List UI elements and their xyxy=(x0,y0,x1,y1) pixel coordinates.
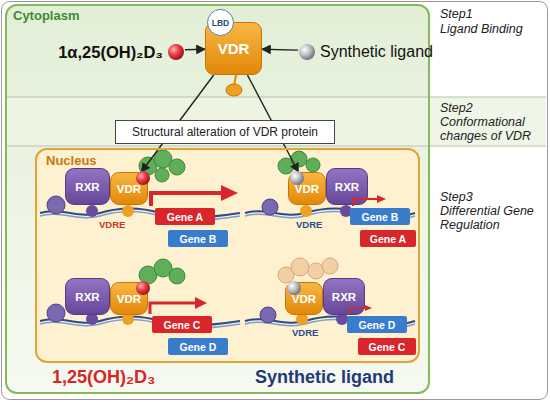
step-number: Step3 xyxy=(440,190,540,204)
rxr-box: RXR xyxy=(323,278,365,315)
element-label: VDRE xyxy=(296,219,322,230)
receptor-label: RXR xyxy=(75,181,99,193)
transcription-arrow xyxy=(377,195,386,203)
step-title: Differential Gene Regulation xyxy=(440,204,540,232)
step-title: Ligand Binding xyxy=(440,22,540,36)
receptor-box: VDR xyxy=(285,282,323,315)
coactivator xyxy=(291,151,307,167)
ligand-node: 1α,25(OH)₂D₃ xyxy=(18,40,185,64)
coactivator xyxy=(169,268,185,284)
gene-label: Gene B xyxy=(362,211,399,223)
coactivator xyxy=(169,159,185,175)
receptor-label: RXR xyxy=(335,181,359,193)
receptor-label: VDR xyxy=(218,40,250,57)
receptor-label: VDR xyxy=(117,293,141,305)
gene-box: Gene A xyxy=(155,208,215,225)
ligand-label: Synthetic ligand xyxy=(320,43,433,61)
connector-arrow xyxy=(185,49,205,51)
transcription-arrow xyxy=(195,297,207,309)
ligand-ball xyxy=(168,44,184,60)
receptor-label: VDR xyxy=(295,183,319,195)
receptor-label: VDR xyxy=(117,183,141,195)
ligand-node: Synthetic ligand xyxy=(298,40,450,64)
ligand-ball xyxy=(299,44,315,60)
transcription-arrow xyxy=(150,303,196,314)
ligand-ball xyxy=(136,171,150,185)
corepressor xyxy=(291,258,309,276)
cytoplasm-fill xyxy=(5,4,430,394)
element-label: VDRE xyxy=(292,327,318,338)
receptor-label: VDR xyxy=(292,293,316,305)
step-divider xyxy=(5,97,546,98)
step-divider xyxy=(5,146,546,147)
transcription-arrow xyxy=(221,185,238,201)
nucleus-fill xyxy=(35,148,420,363)
element-label: VDRE xyxy=(99,219,125,230)
gene-box: Gene D xyxy=(347,316,407,333)
ligand-ball xyxy=(298,43,316,61)
receptor-label: RXR xyxy=(332,291,356,303)
gene-label: Gene D xyxy=(180,341,217,353)
lbd-circle: LBD xyxy=(207,9,234,36)
step-number: Step2 xyxy=(440,101,540,115)
gene-label: Gene C xyxy=(369,341,406,353)
nucleosome xyxy=(47,196,65,214)
rxr-box: RXR xyxy=(326,168,368,205)
gene-box: Gene D xyxy=(168,338,228,355)
gene-label: Gene D xyxy=(359,319,396,331)
transcription-arrow xyxy=(350,308,366,314)
nucleosome xyxy=(260,307,276,323)
rxr-box: RXR xyxy=(65,278,110,315)
nucleosome xyxy=(47,304,65,322)
gene-box: Gene C xyxy=(152,316,212,333)
step-band xyxy=(5,97,546,146)
gene-box: Gene B xyxy=(350,208,410,225)
receptor-box: VDR xyxy=(110,172,148,205)
panel-title: Nucleus xyxy=(46,153,97,168)
column-caption: Synthetic ligand xyxy=(255,367,394,388)
gene-label: Gene B xyxy=(180,233,217,245)
coactivator xyxy=(155,168,169,182)
gene-label: Gene C xyxy=(164,319,201,331)
process-label: Structural alteration of VDR protein xyxy=(132,125,318,139)
vdr-dbd xyxy=(122,205,134,217)
transcription-arrow xyxy=(151,193,222,206)
transcription-arrow xyxy=(353,199,378,206)
corepressor xyxy=(322,258,338,274)
vdr-dbd xyxy=(226,84,242,96)
step-title: Conformational changes of VDR xyxy=(440,115,540,143)
domain-label: LBD xyxy=(212,18,229,28)
gene-box: Gene A xyxy=(360,230,416,247)
ligand-ball xyxy=(290,171,304,185)
gene-box: Gene C xyxy=(358,338,416,355)
receptor-label: RXR xyxy=(75,291,99,303)
column-caption: 1,25(OH)₂D₃ xyxy=(52,367,155,388)
receptor-box: VDR xyxy=(110,282,148,315)
gene-box: Gene B xyxy=(168,230,228,247)
step-number: Step1 xyxy=(440,7,540,21)
coactivator xyxy=(306,158,320,172)
receptor-box: VDR xyxy=(288,172,326,205)
vdr-dbd xyxy=(300,205,312,217)
transcription-arrow xyxy=(365,305,372,311)
ligand-label: 1α,25(OH)₂D₃ xyxy=(58,43,163,62)
gene-label: Gene A xyxy=(167,211,203,223)
ligand-ball xyxy=(167,43,185,61)
cytoplasm-panel: LBDVDR1α,25(OH)₂D₃Synthetic ligandStruct… xyxy=(5,4,430,394)
gene-label: Gene A xyxy=(370,233,406,245)
nucleus-panel: RXR VDR Gene A Gene B VDR RXR Gene B Gene A RXR V… xyxy=(35,148,420,363)
ligand-ball xyxy=(136,281,150,295)
rxr-box: RXR xyxy=(65,168,110,205)
connector-arrow xyxy=(262,49,298,51)
ligand-ball xyxy=(287,281,301,295)
process-box: Structural alteration of VDR protein xyxy=(115,120,335,144)
panel-title: Cytoplasm xyxy=(13,8,79,23)
rxr-dbd xyxy=(86,205,98,217)
nucleosome xyxy=(262,199,278,215)
